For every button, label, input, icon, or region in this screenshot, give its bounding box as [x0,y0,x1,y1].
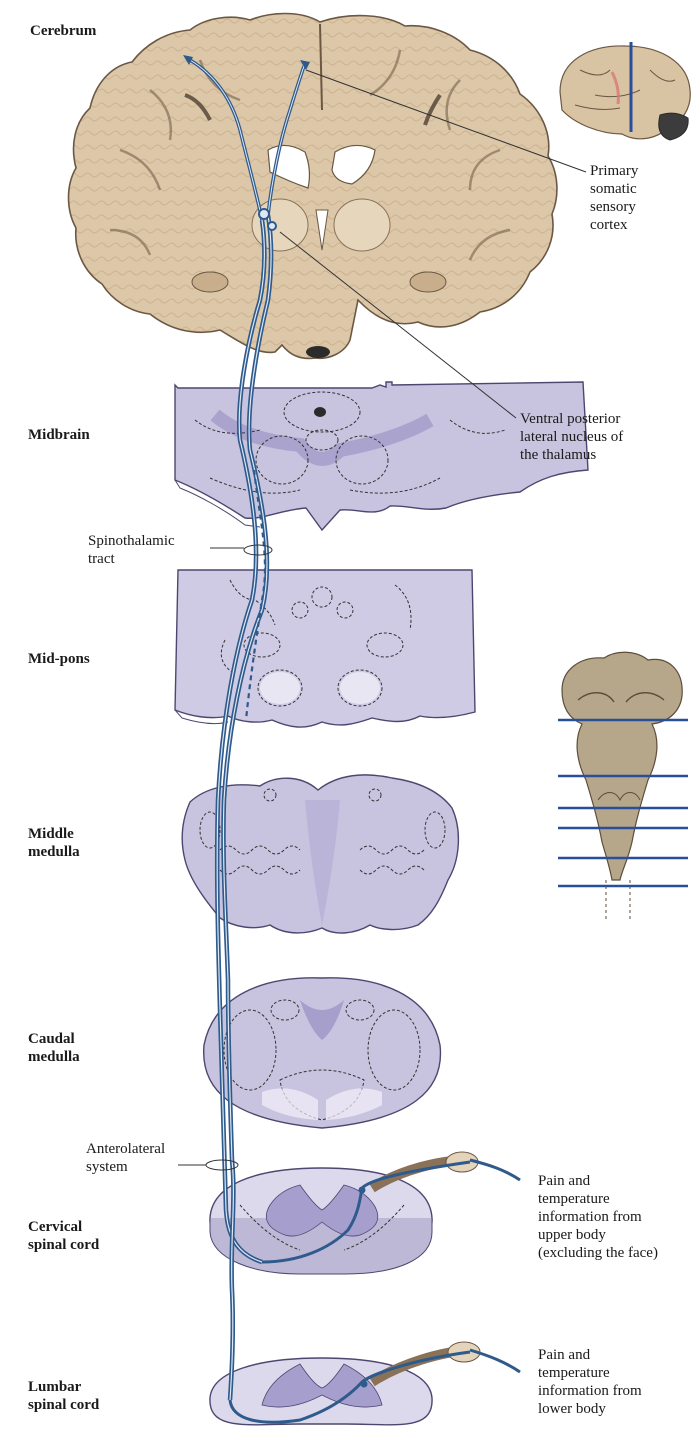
cervical-cord-section [210,1152,520,1274]
brainstem-inset [558,652,688,920]
label-cerebrum: Cerebrum [30,22,96,40]
cerebrum-section [69,14,557,359]
brain-lateral-inset [560,42,690,140]
label-midpons: Mid-pons [28,650,90,668]
label-midbrain: Midbrain [28,426,90,444]
midpons-section [175,570,475,727]
caudal-medulla-section [204,978,441,1128]
